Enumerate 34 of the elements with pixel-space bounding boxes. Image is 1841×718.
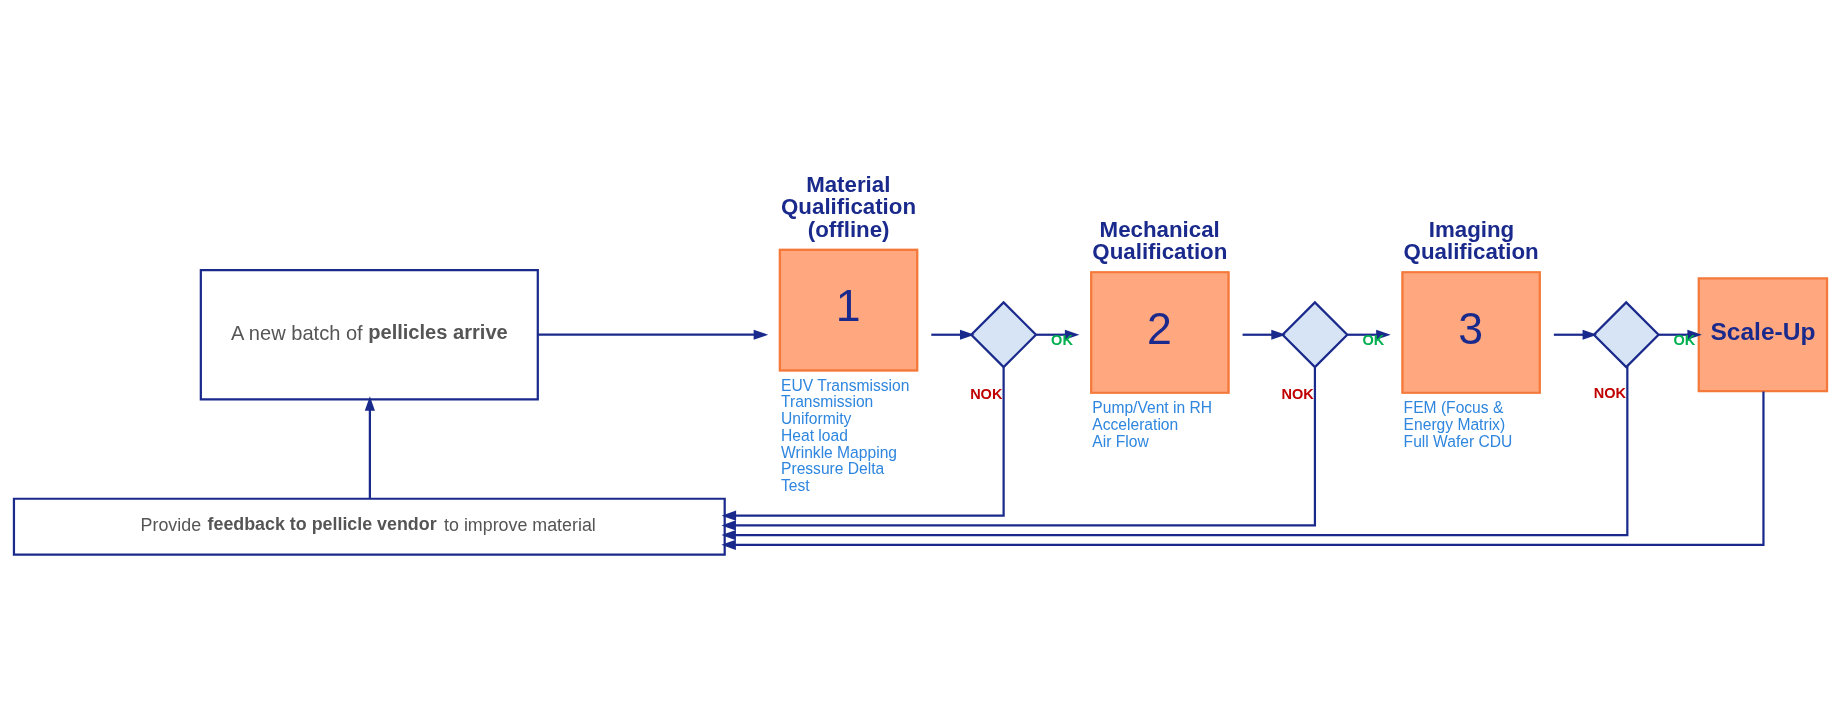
edge-label: NOK <box>1593 384 1627 401</box>
node-label: Heat load <box>781 426 848 444</box>
arrow <box>1553 329 1598 340</box>
node-diamond <box>1592 300 1661 369</box>
node-diamond <box>1281 300 1349 369</box>
edge-label: NOK <box>970 386 1003 403</box>
arrow <box>721 366 1629 541</box>
node-box: Provide feedback to pellicle vendor to improve material <box>12 497 726 556</box>
arrow <box>931 329 975 340</box>
node-label: Air Flow <box>1092 432 1149 450</box>
arrow <box>721 391 1765 550</box>
arrow <box>721 367 1317 531</box>
node-label: Material Qualification (offline) <box>781 171 917 242</box>
node-box: Scale-Up <box>1697 277 1829 393</box>
node-label: Pressure Delta Test <box>781 460 885 495</box>
node-diamond <box>969 300 1038 369</box>
node-label: Transmission Uniformity <box>781 393 874 428</box>
node-label: Full Wafer CDU <box>1403 432 1513 450</box>
edge-label: OK <box>1362 332 1385 349</box>
node-label: FEM (Focus & Energy Matrix) <box>1403 399 1506 433</box>
edge-label: OK <box>1051 332 1073 349</box>
arrow <box>538 329 769 340</box>
node-box: A new batch of pellicles arrive <box>199 268 539 401</box>
arrow <box>1242 329 1286 340</box>
edge-label: NOK <box>1281 386 1314 403</box>
node-label: Pump/Vent in RH <box>1092 399 1213 417</box>
node-label: EUV Transmission <box>781 376 910 394</box>
node-label: Mechanical Qualification <box>1092 216 1228 264</box>
arrow <box>721 367 1005 521</box>
edge-label: OK <box>1673 332 1696 349</box>
arrow <box>364 396 375 499</box>
node-label: Acceleration <box>1092 415 1179 433</box>
node-label: Imaging Qualification <box>1403 216 1539 264</box>
node-label: Wrinkle Mapping <box>781 443 897 461</box>
